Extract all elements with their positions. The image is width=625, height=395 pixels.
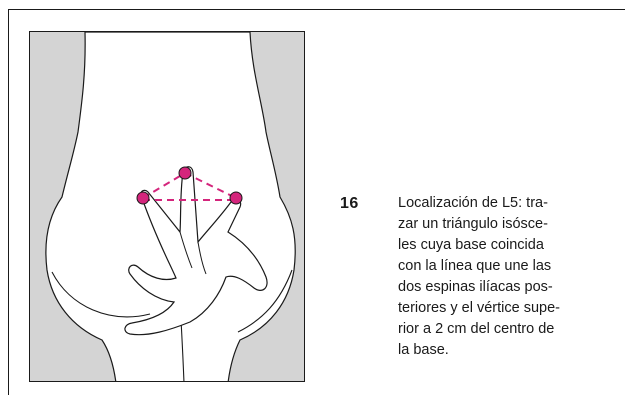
left-spine-marker [137,192,149,204]
figure-illustration [30,32,305,382]
caption-text: Localización de L5: tra- zar un triángul… [398,193,603,361]
anatomy-figure [29,31,305,382]
right-spine-marker [230,192,242,204]
top-rule [8,9,625,10]
left-rule [8,9,9,395]
apex-marker [179,167,191,179]
figure-number: 16 [340,193,359,214]
